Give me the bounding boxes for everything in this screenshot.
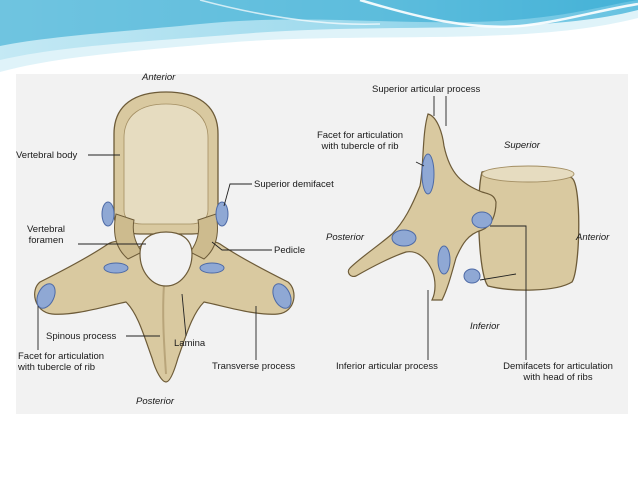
label-lamina: Lamina <box>174 338 206 349</box>
label-facet-tubercle-right-line1: Facet for articulation <box>316 130 404 141</box>
right-transverse-facet <box>272 283 292 309</box>
vertebral-body-endplate <box>123 103 209 225</box>
label-anterior-top: Anterior <box>142 72 176 83</box>
inferior-costal-demifacet <box>463 268 481 284</box>
label-vertebral-foramen: Vertebral foramen <box>16 224 76 246</box>
lateral-superior-articular-facet <box>421 153 435 195</box>
label-inferior: Inferior <box>470 321 500 332</box>
label-superior: Superior <box>504 140 540 151</box>
vertebra-illustration <box>34 91 580 383</box>
superior-costal-demifacet <box>471 211 493 229</box>
label-demifacets-line2: with head of ribs <box>523 372 593 383</box>
leader-demifacets-2 <box>479 273 517 281</box>
left-superior-demifacet <box>101 201 115 227</box>
lateral-transverse-facet <box>391 229 417 247</box>
leader-facet-right <box>415 161 425 167</box>
label-posterior-side: Posterior <box>326 232 365 243</box>
label-vertebral-body: Vertebral body <box>16 150 78 161</box>
label-pedicle: Pedicle <box>274 245 306 256</box>
vertebral-foramen <box>139 231 193 287</box>
lateral-body-top-endplate <box>481 165 575 183</box>
label-demifacets: Demifacets for articulation with head of… <box>490 361 626 383</box>
label-facet-tubercle-left-line1: Facet for articulation <box>18 351 105 362</box>
figure-panel: Anterior Vertebral body Superior demifac… <box>16 72 628 414</box>
slide-header-waves <box>0 0 638 72</box>
label-superior-demifacet: Superior demifacet <box>254 179 334 190</box>
leader-superior-demifacet <box>223 183 252 207</box>
label-facet-tubercle-left-line2: with tubercle of rib <box>18 362 96 373</box>
lateral-view-vertebra <box>347 113 580 301</box>
label-anterior-side: Anterior <box>576 232 610 243</box>
label-vertebral-foramen-line1: Vertebral <box>26 224 66 235</box>
label-posterior-bottom: Posterior <box>136 396 175 407</box>
lateral-inferior-articular-facet <box>437 245 451 275</box>
label-facet-tubercle-right-line2: with tubercle of rib <box>321 141 399 152</box>
header-wave-front <box>0 0 638 46</box>
right-superior-articular-facet <box>199 262 225 274</box>
header-wave-highlight-2 <box>199 0 381 25</box>
label-demifacets-line1: Demifacets for articulation <box>503 361 613 372</box>
label-transverse-process: Transverse process <box>212 361 296 372</box>
label-facet-tubercle-left: Facet for articulation with tubercle of … <box>18 351 104 373</box>
label-facet-tubercle-right: Facet for articulation with tubercle of … <box>306 130 414 152</box>
label-superior-articular-process: Superior articular process <box>372 84 481 95</box>
leader-lines <box>37 96 527 360</box>
leader-lamina <box>181 293 187 337</box>
right-superior-demifacet <box>215 201 229 227</box>
left-transverse-facet <box>36 283 56 309</box>
label-inferior-articular-process: Inferior articular process <box>336 361 438 372</box>
lateral-body-shape <box>477 167 580 291</box>
header-wave-highlight <box>359 0 638 28</box>
label-spinous-process: Spinous process <box>46 331 117 342</box>
left-superior-articular-facet <box>103 262 129 274</box>
leader-demifacets <box>490 225 527 360</box>
lateral-arch-shape <box>347 113 497 301</box>
superior-view-vertebra <box>34 91 295 383</box>
label-vertebral-foramen-line2: foramen <box>28 235 64 246</box>
spinous-process-ridge <box>162 283 167 375</box>
leader-pedicle <box>211 241 272 251</box>
